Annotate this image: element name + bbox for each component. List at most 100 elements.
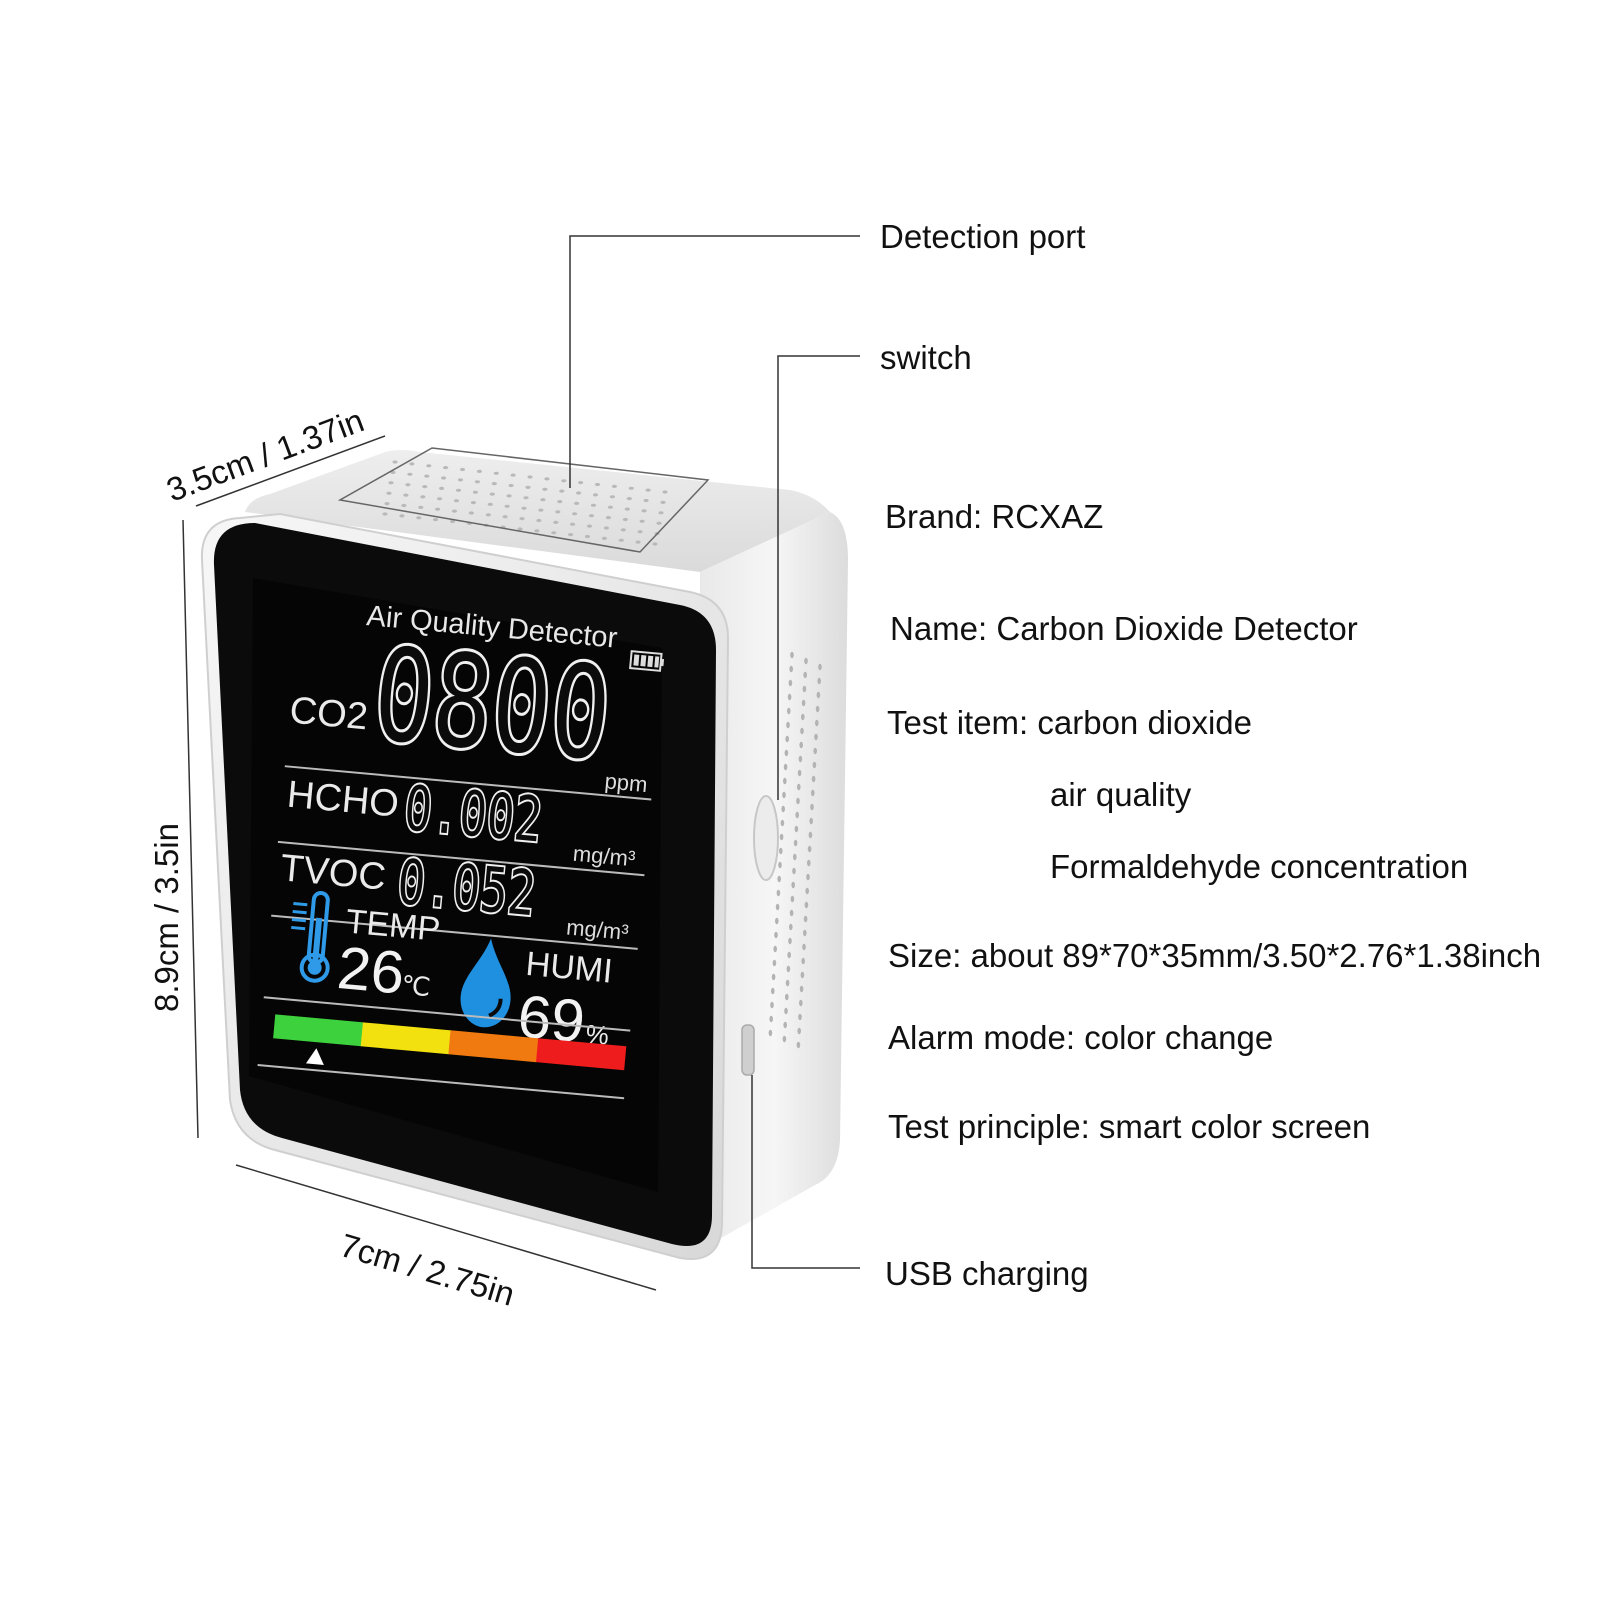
battery-icon bbox=[629, 650, 665, 672]
vent-hole bbox=[800, 971, 805, 979]
vent-hole bbox=[787, 951, 791, 959]
vent-hole bbox=[791, 881, 795, 889]
vent-hole bbox=[814, 733, 818, 741]
vent-hole bbox=[789, 923, 793, 931]
vent-hole bbox=[803, 671, 807, 679]
vent-hole bbox=[777, 875, 781, 883]
grill-hole bbox=[568, 533, 574, 537]
grill-hole bbox=[637, 530, 643, 534]
vent-hole bbox=[802, 685, 807, 693]
grill-hole bbox=[538, 508, 544, 512]
grill-hole bbox=[658, 511, 664, 515]
grill-hole bbox=[401, 503, 407, 508]
grill-hole bbox=[660, 500, 666, 504]
vent-hole bbox=[790, 895, 795, 903]
vent-hole bbox=[810, 803, 814, 811]
grill-hole bbox=[536, 518, 542, 523]
grill-hole bbox=[652, 542, 658, 546]
vent-hole bbox=[770, 1001, 774, 1009]
vent-hole bbox=[782, 1035, 787, 1043]
vent-hole bbox=[801, 957, 805, 965]
switch-callout: switch bbox=[880, 339, 972, 376]
grill-hole bbox=[455, 488, 462, 492]
vent-hole bbox=[789, 909, 794, 917]
screen-divider bbox=[257, 1063, 625, 1100]
grill-hole bbox=[586, 524, 593, 528]
grill-hole bbox=[386, 491, 392, 495]
vent-hole bbox=[783, 1021, 787, 1029]
vent-hole bbox=[801, 713, 805, 721]
droplet-highlight bbox=[488, 998, 503, 1018]
grill-hole bbox=[645, 488, 651, 492]
grill-hole bbox=[588, 514, 595, 518]
spec-test-item-3: Formaldehyde concentration bbox=[1050, 848, 1469, 885]
grill-hole bbox=[626, 497, 632, 501]
temp-value: 26 bbox=[335, 934, 408, 1007]
grill-hole bbox=[451, 509, 458, 513]
grill-hole bbox=[540, 498, 546, 502]
height-dimension-line bbox=[182, 519, 199, 1139]
grill-hole bbox=[510, 473, 516, 477]
detection-port-leader bbox=[569, 235, 860, 488]
grill-hole bbox=[594, 482, 601, 487]
vent-hole bbox=[803, 929, 807, 937]
grill-hole bbox=[392, 460, 398, 464]
grill-hole bbox=[576, 491, 582, 495]
grill-hole bbox=[504, 504, 510, 508]
grill-hole bbox=[508, 483, 514, 488]
grill-hole bbox=[607, 505, 614, 509]
spec-test-item: Test item: carbon dioxide bbox=[887, 704, 1253, 741]
grill-hole bbox=[590, 503, 597, 507]
vent-hole bbox=[774, 931, 778, 939]
grill-hole bbox=[449, 519, 456, 524]
vent-hole bbox=[798, 1013, 802, 1021]
co2-value: 0800 bbox=[368, 620, 617, 790]
grill-hole bbox=[557, 500, 563, 504]
grill-hole bbox=[439, 486, 445, 490]
spec-test-principle: Test principle: smart color screen bbox=[888, 1108, 1371, 1145]
vent-hole bbox=[772, 959, 777, 967]
vent-hole bbox=[793, 853, 797, 861]
hcho-label: HCHO bbox=[285, 774, 400, 826]
level-segment bbox=[360, 1022, 452, 1055]
grill-hole bbox=[555, 510, 561, 514]
grill-hole bbox=[641, 509, 647, 513]
grill-hole bbox=[620, 528, 626, 532]
vent-hole bbox=[787, 693, 792, 701]
vent-hole bbox=[800, 727, 804, 735]
grill-hole bbox=[628, 486, 634, 490]
grill-hole bbox=[605, 516, 612, 520]
vent-hole bbox=[771, 987, 775, 995]
grill-hole bbox=[609, 495, 616, 499]
grill-hole bbox=[523, 496, 529, 500]
vent-hole bbox=[811, 775, 816, 783]
grill-hole bbox=[418, 505, 424, 509]
vent-hole bbox=[788, 679, 793, 687]
grill-hole bbox=[474, 480, 480, 484]
usb-port[interactable] bbox=[741, 1024, 755, 1076]
vent-hole bbox=[792, 867, 796, 875]
usb-leader bbox=[751, 1075, 860, 1269]
vent-hole bbox=[818, 663, 822, 671]
grill-hole bbox=[409, 462, 415, 466]
switch-button[interactable] bbox=[753, 795, 779, 881]
grill-hole bbox=[426, 464, 432, 468]
vent-hole bbox=[804, 657, 808, 665]
grill-hole bbox=[521, 506, 527, 510]
detection-port-grill bbox=[382, 460, 668, 546]
grill-hole bbox=[459, 467, 466, 472]
vent-hole bbox=[794, 825, 799, 833]
vent-hole bbox=[769, 1015, 773, 1023]
vent-hole bbox=[799, 985, 804, 993]
tvoc-value: 0.052 bbox=[395, 845, 539, 930]
vent-hole bbox=[790, 651, 794, 659]
humi-label: HUMI bbox=[524, 945, 614, 991]
vent-hole bbox=[786, 965, 791, 973]
vent-hole bbox=[799, 999, 803, 1007]
grill-hole bbox=[635, 540, 641, 544]
width-dimension-line bbox=[235, 1164, 657, 1291]
grill-hole bbox=[416, 516, 422, 520]
grill-hole bbox=[603, 526, 610, 530]
vent-hole bbox=[813, 747, 817, 755]
vent-hole bbox=[784, 1007, 788, 1015]
